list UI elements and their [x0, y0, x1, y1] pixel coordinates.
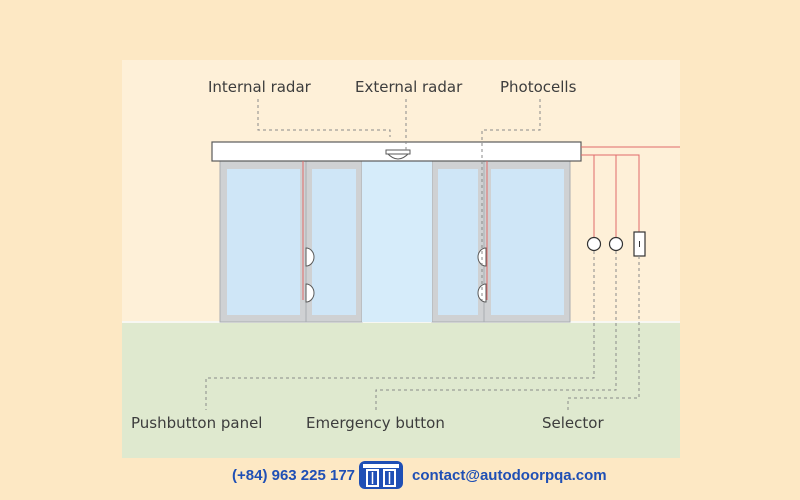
- left-fixed-glass: [227, 169, 300, 315]
- leader-pushbutton-panel: [205, 251, 595, 410]
- radar-cap: [385, 149, 411, 155]
- contact-footer: (+84) 963 225 177 contact@autodoorpqa.co…: [0, 461, 800, 490]
- left-sliding-glass: [312, 169, 356, 315]
- handle-icon: [305, 283, 315, 303]
- phone-number[interactable]: (+84) 963 225 177: [232, 467, 356, 484]
- sliding-door-logo-icon: [359, 461, 403, 489]
- pushbutton-panel-icon: [586, 236, 602, 252]
- label-photocells: Photocells: [500, 78, 577, 96]
- emergency-button-icon: [608, 236, 624, 252]
- leader-emergency-button: [375, 251, 617, 410]
- right-fixed-glass: [491, 169, 564, 315]
- leader-selector: [567, 256, 640, 410]
- label-selector: Selector: [542, 414, 604, 432]
- bottom-leader-lines: [205, 251, 640, 410]
- control-wire-branch: [581, 154, 640, 232]
- label-internal-radar: Internal radar: [208, 78, 311, 96]
- top-leader-lines: [257, 99, 541, 300]
- handle-icon: [305, 247, 315, 267]
- label-external-radar: External radar: [355, 78, 463, 96]
- email-address[interactable]: contact@autodoorpqa.com: [412, 467, 607, 484]
- door-opening: [362, 161, 432, 322]
- leader-internal-radar: [257, 99, 391, 137]
- label-pushbutton-panel: Pushbutton panel: [131, 414, 263, 432]
- label-emergency-button: Emergency button: [306, 414, 445, 432]
- leader-photocells: [481, 99, 541, 300]
- right-sliding-glass: [438, 169, 478, 315]
